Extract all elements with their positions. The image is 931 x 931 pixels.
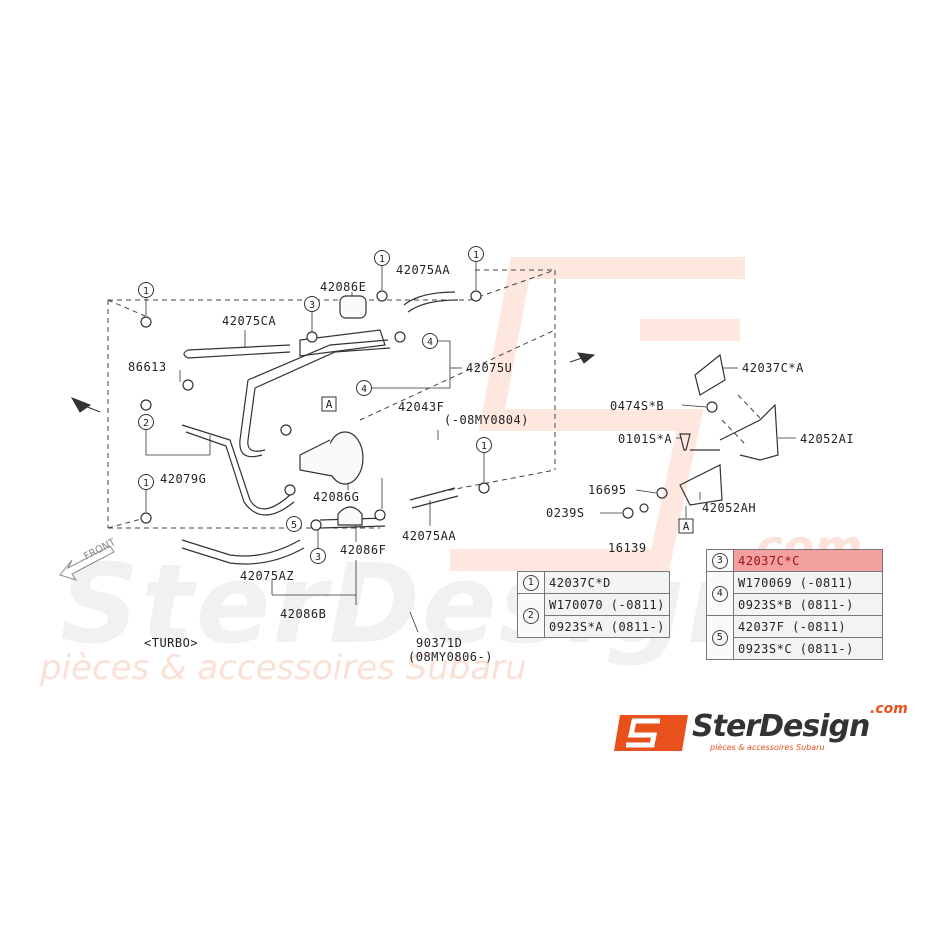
part-42075u: 42075U <box>466 361 513 375</box>
callout-circles <box>138 246 492 564</box>
legend-num: 4 <box>712 586 728 602</box>
watermark-logo-shape <box>450 257 745 571</box>
callout-1a: 1 <box>143 286 149 297</box>
callout-4b: 4 <box>361 384 367 395</box>
part-42086f: 42086F <box>340 543 387 557</box>
legend-num: 1 <box>523 575 539 591</box>
part-90371d-note: (08MY0806-) <box>408 650 493 664</box>
legend-row: 4 W170069 (-0811) <box>706 571 883 616</box>
part-42079g: 42079G <box>160 472 207 486</box>
part-0239s: 0239S <box>546 506 585 520</box>
ref-box-a-2: A <box>683 520 690 533</box>
callout-1b: 1 <box>379 254 385 265</box>
part-42052ai: 42052AI <box>800 432 855 446</box>
sterdesign-logo[interactable]: .com SterDesign pièces & accessoires Sub… <box>612 701 912 759</box>
legend-part-highlighted: 42037C*C <box>733 549 883 572</box>
part-90371d: 90371D <box>416 636 463 650</box>
legend-row: 3 42037C*C <box>706 549 883 572</box>
legend-row: 0923S*A (0811-) <box>518 615 670 638</box>
part-42075aa-bottom: 42075AA <box>402 529 457 543</box>
part-42052ah: 42052AH <box>702 501 757 515</box>
turbo-label: <TURBO> <box>144 636 199 650</box>
part-0474sb: 0474S*B <box>610 399 665 413</box>
legend-part: W170069 (-0811) <box>733 571 883 594</box>
callout-numbers: 1 1 1 1 1 2 3 3 4 4 5 <box>143 250 487 563</box>
legend-row: 0923S*B (0811-) <box>707 593 883 616</box>
part-42043f-note: (-08MY0804) <box>444 413 529 427</box>
callout-3b: 3 <box>315 552 321 563</box>
clamps <box>140 290 490 531</box>
legend-table-right: 3 42037C*C 4 W170069 (-0811) 0923S*B (08… <box>706 549 883 660</box>
part-0101sa: 0101S*A <box>618 432 673 446</box>
watermark-tagline: pièces & accessoires Subaru <box>40 648 527 688</box>
part-86613: 86613 <box>128 360 167 374</box>
part-16139: 16139 <box>608 541 647 555</box>
legend-part: 42037C*D <box>544 571 670 594</box>
bracket <box>622 353 779 519</box>
part-42075aa-top: 42075AA <box>396 263 451 277</box>
canister <box>299 295 367 526</box>
callout-4a: 4 <box>427 337 433 348</box>
legend-row: 5 42037F (-0811) <box>706 615 883 660</box>
callout-3a: 3 <box>309 300 315 311</box>
legend-num: 3 <box>712 553 728 569</box>
part-42086b: 42086B <box>280 607 327 621</box>
logo-mark <box>614 715 688 751</box>
logo-brand: SterDesign <box>692 709 870 744</box>
ref-boxes <box>321 396 694 534</box>
callout-1d: 1 <box>481 441 487 452</box>
callout-1e: 1 <box>143 478 149 489</box>
legend-num: 5 <box>712 630 728 646</box>
part-42037ca: 42037C*A <box>742 361 804 375</box>
legend-row: 0923S*C (0811-) <box>707 637 883 660</box>
callout-2: 2 <box>143 418 149 429</box>
logo-com: .com <box>870 701 908 717</box>
logo-tagline: pièces & accessoires Subaru <box>710 743 825 752</box>
legend-part: 0923S*C (0811-) <box>733 637 883 660</box>
hoses <box>181 291 459 565</box>
front-arrow <box>59 545 115 581</box>
part-16695: 16695 <box>588 483 627 497</box>
legend-row: 1 42037C*D <box>517 571 670 594</box>
callout-1c: 1 <box>473 250 479 261</box>
ref-box-a-1: A <box>326 398 333 411</box>
callout-5: 5 <box>291 520 297 531</box>
direction-arrows <box>70 352 596 413</box>
legend-part: 0923S*A (0811-) <box>544 615 670 638</box>
legend-num: 2 <box>523 608 539 624</box>
legend-part: 0923S*B (0811-) <box>733 593 883 616</box>
part-42075az: 42075AZ <box>240 569 295 583</box>
legend-part: W170070 (-0811) <box>544 593 670 616</box>
legend-table-left: 1 42037C*D 2 W170070 (-0811) 0923S*A (08… <box>517 571 670 638</box>
part-42086g: 42086G <box>313 490 360 504</box>
legend-row: 2 W170070 (-0811) <box>517 593 670 638</box>
legend-part: 42037F (-0811) <box>733 615 883 638</box>
part-42043f: 42043F <box>398 400 445 414</box>
leader-lines <box>145 262 796 633</box>
part-42075ca: 42075CA <box>222 314 277 328</box>
part-42086e: 42086E <box>320 280 367 294</box>
